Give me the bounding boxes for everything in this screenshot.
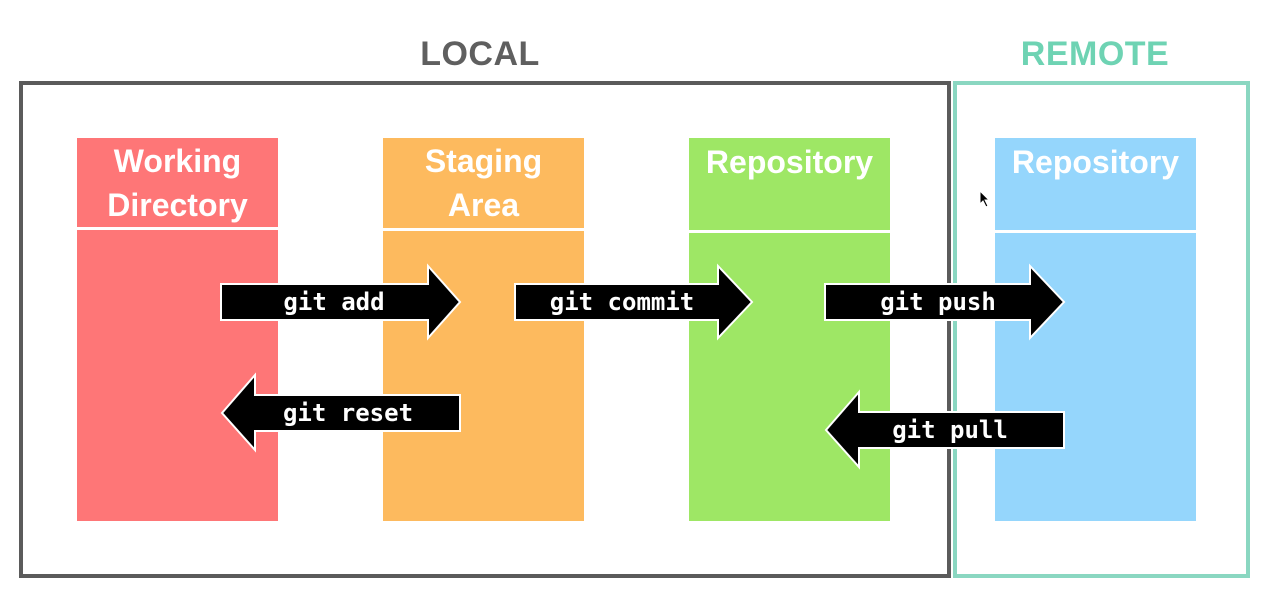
git-commit-arrow bbox=[514, 263, 754, 341]
working-directory-column: Working Directory bbox=[77, 138, 278, 521]
column-divider bbox=[383, 228, 584, 231]
git-pull-arrow bbox=[824, 389, 1065, 470]
git-reset-arrow bbox=[220, 372, 461, 453]
working-directory-label-line2: Directory bbox=[107, 187, 248, 223]
staging-area-header: Staging Area bbox=[383, 138, 584, 228]
local-repository-label: Repository bbox=[705, 144, 874, 180]
local-repository-header: Repository bbox=[689, 138, 890, 228]
remote-repository-label: Repository bbox=[1011, 144, 1180, 180]
column-divider bbox=[995, 230, 1196, 233]
git-push-arrow bbox=[824, 263, 1066, 341]
remote-repository-column: Repository bbox=[995, 138, 1196, 521]
local-region-title: LOCAL bbox=[420, 35, 540, 73]
git-add-arrow bbox=[220, 263, 462, 341]
mouse-pointer-icon bbox=[979, 190, 991, 208]
working-directory-header: Working Directory bbox=[77, 138, 278, 228]
working-directory-label-line1: Working bbox=[113, 143, 242, 179]
remote-repository-header: Repository bbox=[995, 138, 1196, 228]
remote-region-box bbox=[953, 81, 1250, 578]
remote-region-title: REMOTE bbox=[1020, 35, 1170, 73]
staging-area-label-line1: Staging bbox=[424, 143, 543, 179]
staging-area-column: Staging Area bbox=[383, 138, 584, 521]
git-reset-label: git reset bbox=[282, 399, 414, 427]
column-divider bbox=[689, 230, 890, 233]
git-commit-label: git commit bbox=[549, 288, 695, 316]
git-pull-label: git pull bbox=[892, 416, 1008, 444]
local-region-box bbox=[19, 81, 951, 578]
git-push-label: git push bbox=[880, 288, 996, 316]
column-divider bbox=[77, 227, 278, 230]
staging-area-label-line2: Area bbox=[447, 187, 520, 223]
git-add-label: git add bbox=[283, 288, 385, 316]
